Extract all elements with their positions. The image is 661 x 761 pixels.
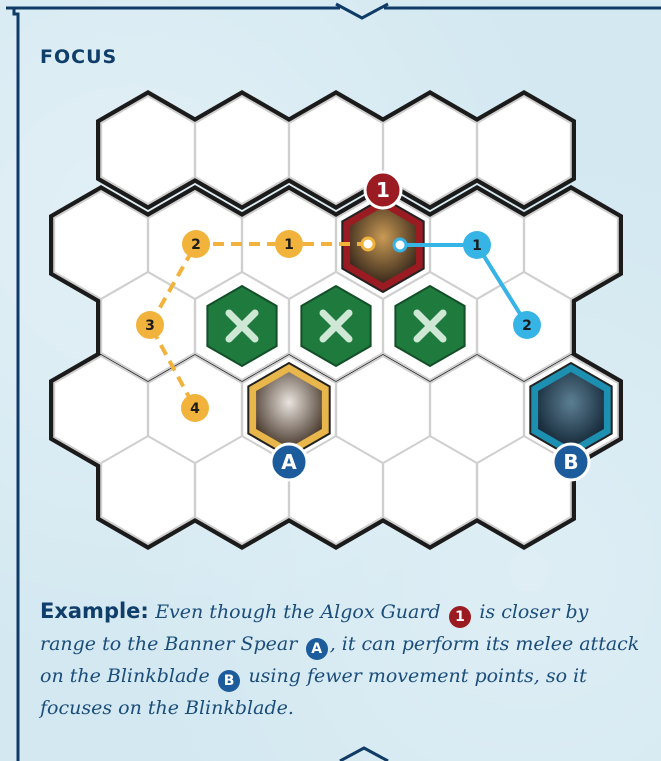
orange-step-2: 2 [191, 237, 201, 253]
ally-b-badge: B [218, 670, 240, 692]
bottom-chevron-icon [340, 748, 388, 761]
orange-step-1: 1 [284, 237, 294, 253]
blue-step-2: 2 [522, 318, 532, 334]
blue-step-1: 1 [472, 238, 482, 254]
hex-board: 1 2 3 4 1 2 1A B [0, 0, 661, 590]
example-lead: Example: [40, 599, 149, 623]
monster-number-badge: 1 [449, 606, 471, 628]
example-part-1: Even though the Algox Guard [155, 601, 440, 623]
ally-b-badge: B [563, 450, 578, 474]
monster-badge: 1 [376, 178, 390, 202]
orange-step-4: 4 [190, 401, 200, 417]
ally-a-badge: A [281, 450, 297, 474]
ally-a-badge: A [306, 638, 328, 660]
example-text: Example: Even though the Algox Guard 1 i… [40, 596, 640, 723]
blue-path-origin [394, 239, 406, 251]
orange-step-3: 3 [145, 318, 155, 334]
orange-path-origin [362, 238, 374, 250]
